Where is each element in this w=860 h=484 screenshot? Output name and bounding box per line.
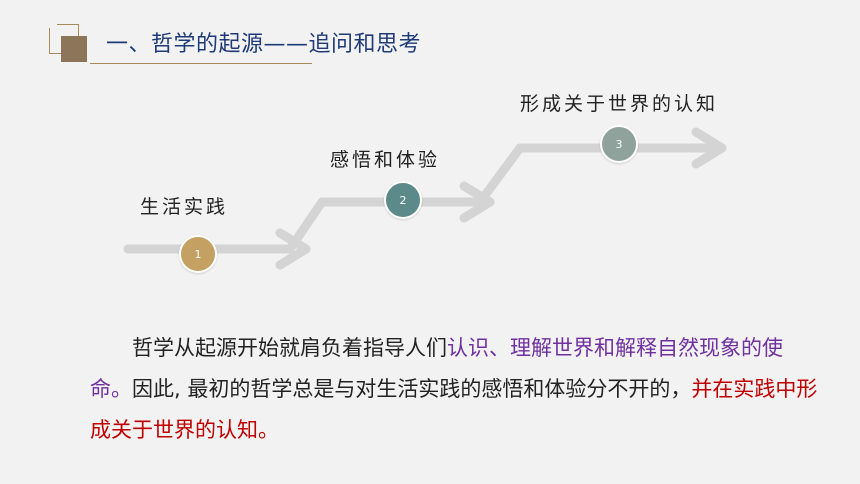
logo-icon [49,24,89,64]
paragraph-part-1: 哲学从起源开始就肩负着指导人们 [132,336,447,360]
step-badge-2: 2 [384,181,422,219]
arrowhead-2 [459,181,495,223]
title-underline [90,63,312,64]
step-label-3: 形成关于世界的认知 [520,93,719,115]
body-paragraph: 哲学从起源开始就肩负着指导人们认识、理解世界和解释自然现象的使命。因此, 最初的… [90,328,820,451]
paragraph-highlight-purple: 认识、理解世界和解释自然现象的使命。 [90,336,783,401]
step-label-1: 生活实践 [140,196,229,218]
paragraph-highlight-red: 并在实践中形成关于世界的认知。 [90,377,818,442]
paragraph-part-3: 因此, 最初的哲学总是与对生活实践的感悟和体验分不开的， [132,377,692,401]
step-badge-3: 3 [600,125,638,163]
arrowhead-1 [275,228,311,270]
step-badge-1: 1 [179,235,217,273]
page-title: 一、哲学的起源——追问和思考 [106,32,422,57]
step-label-2: 感悟和体验 [330,149,441,171]
arrowhead-3 [691,127,727,169]
